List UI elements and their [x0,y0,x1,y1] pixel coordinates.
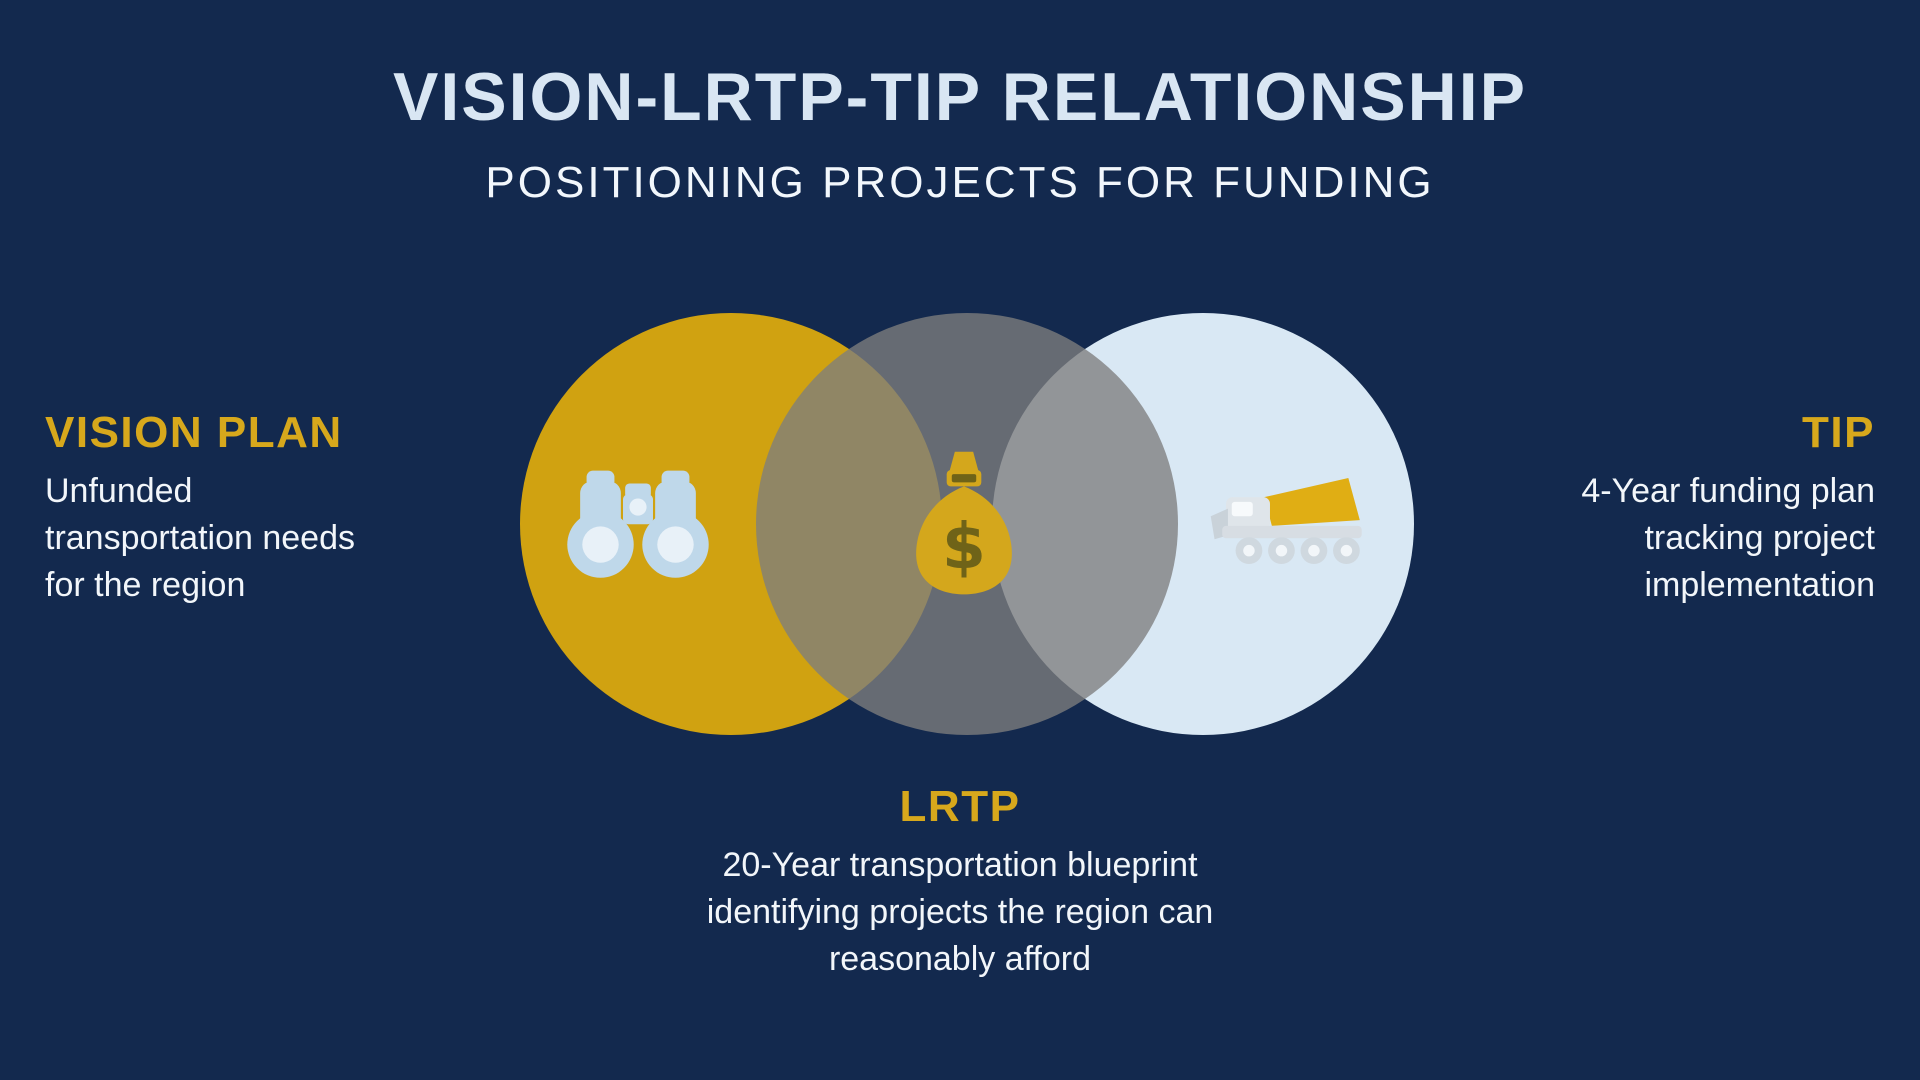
binoculars-icon [563,462,713,585]
tip-section: TIP 4-Year funding plan tracking project… [1415,408,1875,609]
vision-plan-line-2: transportation needs [45,518,355,557]
money-bag-icon: $ [908,442,1020,603]
tip-line-2: tracking project [1644,518,1875,557]
lrtp-line-2: identifying projects the region can [706,892,1214,931]
tip-heading: TIP [1802,408,1875,457]
lrtp-heading: LRTP [899,782,1021,831]
tip-line-3: implementation [1644,565,1875,604]
lrtp-section: LRTP 20-Year transportation blueprint id… [0,782,1920,983]
lrtp-line-3: reasonably afford [828,939,1092,978]
dump-truck-icon [1205,462,1377,587]
svg-text:$: $ [942,509,986,583]
vision-plan-line-3: for the region [45,565,246,604]
vision-plan-heading: VISION PLAN [45,408,343,457]
tip-line-1: 4-Year funding plan [1581,472,1875,510]
vision-plan-line-1: Unfunded [45,472,193,510]
page-subtitle: POSITIONING PROJECTS FOR FUNDING [485,158,1435,207]
lrtp-line-1: 20-Year transportation blueprint [722,846,1198,884]
vision-plan-section: VISION PLAN Unfunded transportation need… [45,408,505,609]
page-title: VISION-LRTP-TIP RELATIONSHIP [393,59,1527,135]
